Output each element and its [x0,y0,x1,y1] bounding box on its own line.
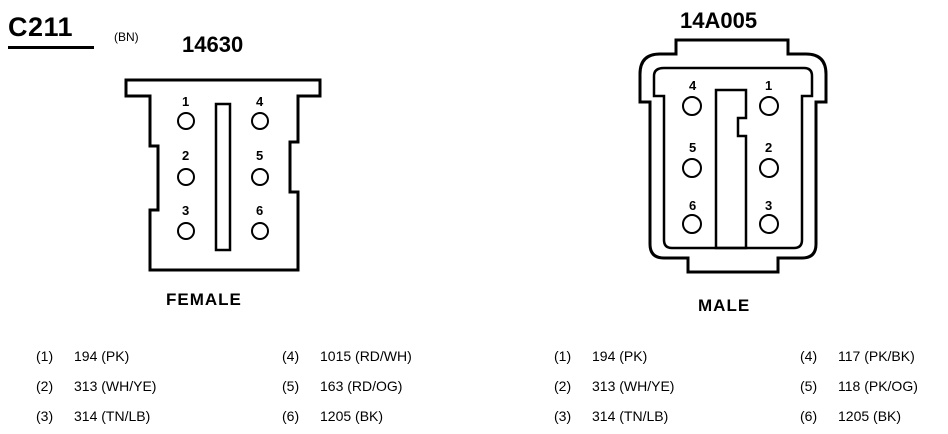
male-center-key [714,88,748,250]
male-pin-label-5: 5 [689,140,696,155]
wire-row: (4) 1015 (RD/WH) [282,348,412,364]
male-connector [638,38,828,274]
male-pin-label-2: 2 [765,140,772,155]
male-part-number: 14A005 [680,8,758,33]
female-pin-label-6: 6 [256,203,263,218]
wire-spec: 313 (WH/YE) [74,378,157,394]
pin-number: (3) [554,408,572,424]
pin-number: (6) [282,408,300,424]
pin-number: (2) [36,378,54,394]
wire-spec: 1205 (BK) [320,408,384,424]
connector-id: C211 [8,12,74,42]
male-pin-6 [682,214,702,234]
wire-row: (2) 313 (WH/YE) [36,378,156,394]
female-pin-label-4: 4 [256,94,264,109]
female-connector [124,78,322,272]
female-pin-3 [177,222,195,240]
wire-row: (1) 194 (PK) [36,348,129,364]
male-pins [682,96,779,234]
female-label: FEMALE [166,290,242,309]
female-pin-5 [251,168,269,186]
pin-number: (5) [282,378,300,394]
male-pin-label-1: 1 [765,78,772,93]
wire-spec: 313 (WH/YE) [592,378,675,394]
wire-row: (3) 314 (TN/LB) [36,408,150,424]
wire-spec: 117 (PK/BK) [838,348,915,364]
female-pins [177,112,269,240]
pin-number: (3) [36,408,54,424]
wire-row: (1) 194 (PK) [554,348,647,364]
female-pin-1 [177,112,195,130]
female-center-slot [214,102,232,252]
wire-row: (4) 117 (PK/BK) [800,348,915,364]
male-pin-labels: 4 1 5 2 6 3 [689,78,772,213]
female-pin-2 [177,168,195,186]
wire-spec: 1015 (RD/WH) [320,348,412,364]
pin-number: (5) [800,378,818,394]
male-pin-label-4: 4 [689,78,697,93]
wire-spec: 163 (RD/OG) [320,378,403,394]
wire-spec: 194 (PK) [592,348,648,364]
pin-number: (6) [800,408,818,424]
wire-spec: 314 (TN/LB) [592,408,669,424]
wire-row: (5) 163 (RD/OG) [282,378,402,394]
male-pin-label-6: 6 [689,198,696,213]
pin-number: (2) [554,378,572,394]
wire-row: (2) 313 (WH/YE) [554,378,674,394]
male-connector-inner-shell [652,66,814,250]
female-pin-labels: 1 2 3 4 5 6 [182,94,264,218]
female-connector-outline [124,78,322,272]
wire-spec: 118 (PK/OG) [838,378,918,394]
wire-row: (6) 1205 (BK) [282,408,383,424]
pin-number: (4) [800,348,818,364]
wire-row: (3) 314 (TN/LB) [554,408,668,424]
female-pin-label-2: 2 [182,148,189,163]
wire-row: (6) 1205 (BK) [800,408,901,424]
male-pin-3 [759,214,779,234]
wire-spec: 1205 (BK) [838,408,902,424]
connector-color: (BN) [114,30,139,44]
male-pin-label-3: 3 [765,198,772,213]
pin-number: (4) [282,348,300,364]
pin-number: (1) [554,348,572,364]
connector-id-underline [8,46,94,49]
pin-number: (1) [36,348,54,364]
female-pin-4 [251,112,269,130]
male-pin-2 [759,158,779,178]
wire-row: (5) 118 (PK/OG) [800,378,918,394]
male-label: MALE [698,296,751,315]
female-pin-label-1: 1 [182,94,189,109]
male-pin-1 [759,96,779,116]
wire-spec: 194 (PK) [74,348,130,364]
female-pin-label-3: 3 [182,203,189,218]
male-pin-5 [682,158,702,178]
female-pin-label-5: 5 [256,148,263,163]
female-pin-6 [251,222,269,240]
wire-spec: 314 (TN/LB) [74,408,151,424]
female-part-number: 14630 [182,32,244,57]
male-connector-outer-shell [638,38,828,274]
male-pin-4 [682,96,702,116]
